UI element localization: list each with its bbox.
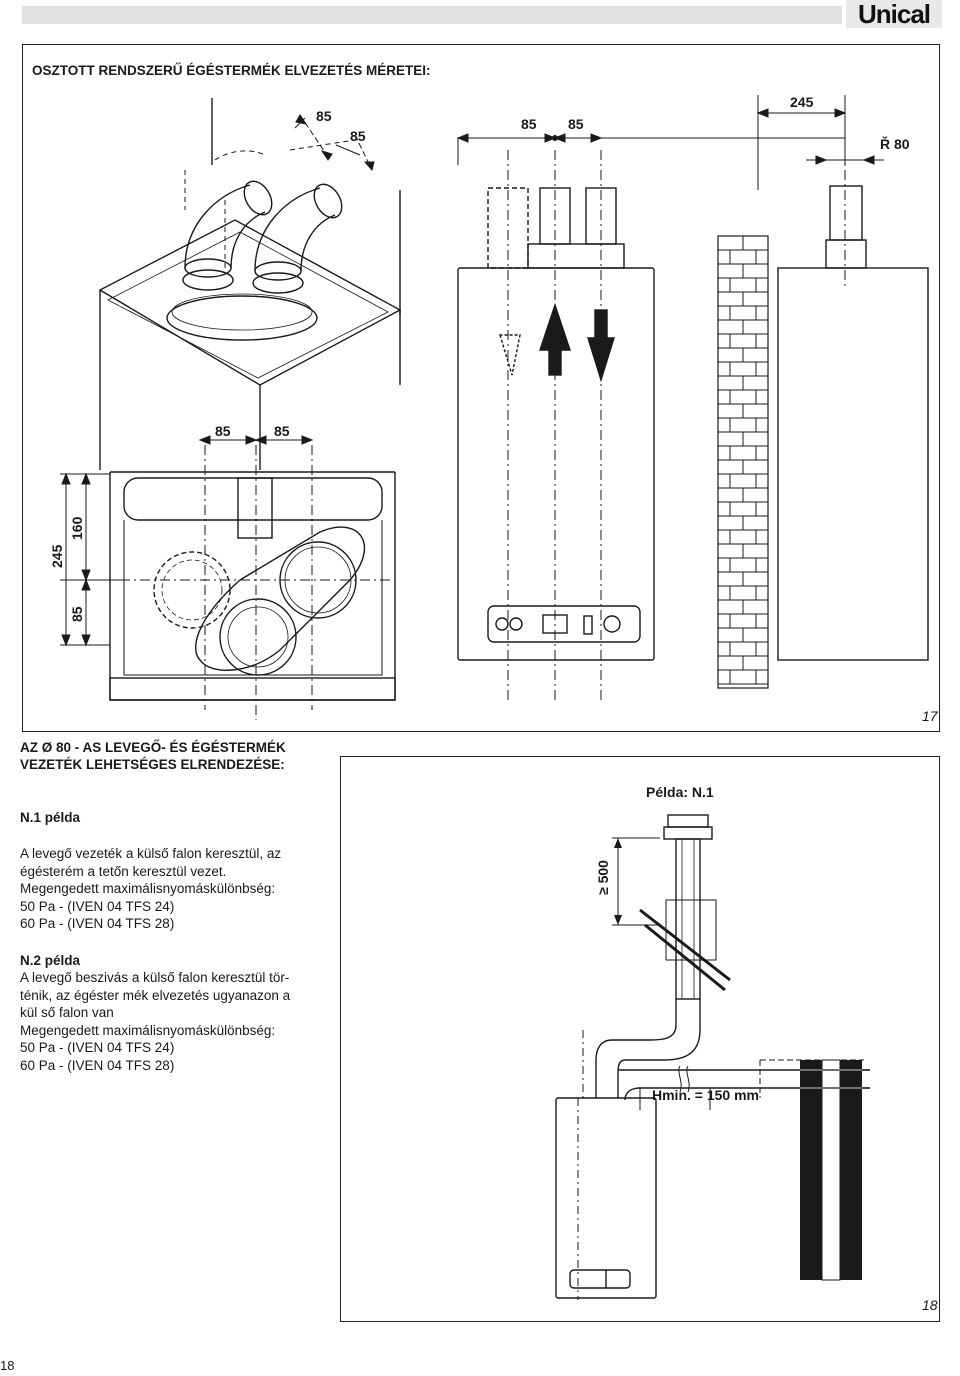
top-section-title: OSZTOTT RENDSZERŰ ÉGÉSTERMÉK ELVEZETÉS M… bbox=[32, 63, 431, 78]
page-number: 18 bbox=[0, 1358, 15, 1373]
top-figure-drawing: 85 85 85 85 245 Ř 80 85 85 245 160 85 bbox=[49, 94, 929, 720]
bottom-section-title: AZ Ø 80 - AS LEVEGŐ- ÉS ÉGÉSTERMÉK VEZET… bbox=[20, 740, 286, 772]
bottom-figure-frame bbox=[340, 756, 940, 1322]
dim-iso-a: 85 bbox=[316, 108, 332, 124]
dim-side-diam: Ř 80 bbox=[880, 135, 910, 152]
figure-number-18: 18 bbox=[922, 1297, 938, 1313]
dim-v-total: 245 bbox=[49, 544, 65, 568]
dim-front-b: 85 bbox=[568, 116, 584, 132]
example2-text: A levegő beszivás a külső falon keresztü… bbox=[20, 970, 291, 1073]
dim-iso-b: 85 bbox=[350, 128, 366, 144]
figure-number-17: 17 bbox=[922, 708, 938, 724]
dim-plan-a: 85 bbox=[215, 423, 231, 439]
dim-side-gap: 245 bbox=[790, 94, 814, 110]
example2-title: N.2 példa bbox=[20, 953, 81, 968]
header-bar bbox=[22, 6, 842, 24]
dim-v-lower: 85 bbox=[69, 606, 85, 622]
dim-v-upper: 160 bbox=[69, 516, 85, 540]
example-label: Példa: N.1 bbox=[646, 784, 714, 800]
brand-logo: Unical bbox=[846, 0, 942, 29]
hmin-label: Hmin. = 150 mm bbox=[652, 1087, 759, 1103]
dim-front-a: 85 bbox=[521, 116, 537, 132]
example1-title: N.1 példa bbox=[20, 810, 81, 825]
height-label: ≥ 500 bbox=[595, 860, 611, 895]
example1-text: A levegő vezeték a külső falon keresztül… bbox=[20, 846, 282, 931]
dim-plan-b: 85 bbox=[274, 423, 290, 439]
top-figure-frame bbox=[22, 44, 940, 732]
